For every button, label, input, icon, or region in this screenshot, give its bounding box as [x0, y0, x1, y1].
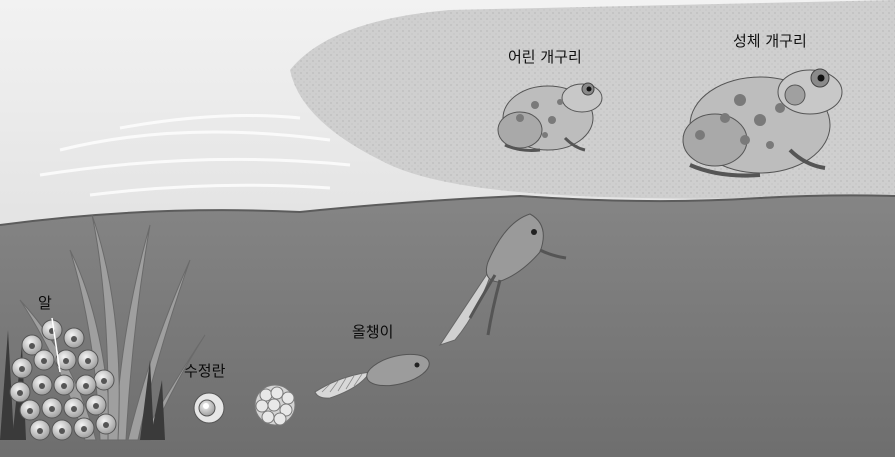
- young-frog-label: 어린 개구리: [508, 50, 582, 65]
- fertilized-egg: [194, 393, 224, 423]
- adult-frog-label: 성체 개구리: [733, 34, 807, 49]
- cleavage-embryo: [255, 385, 295, 425]
- tadpole-label: 올챙이: [352, 325, 393, 340]
- egg-label: 알: [38, 296, 52, 311]
- fertilized-egg-label: 수정란: [184, 364, 225, 379]
